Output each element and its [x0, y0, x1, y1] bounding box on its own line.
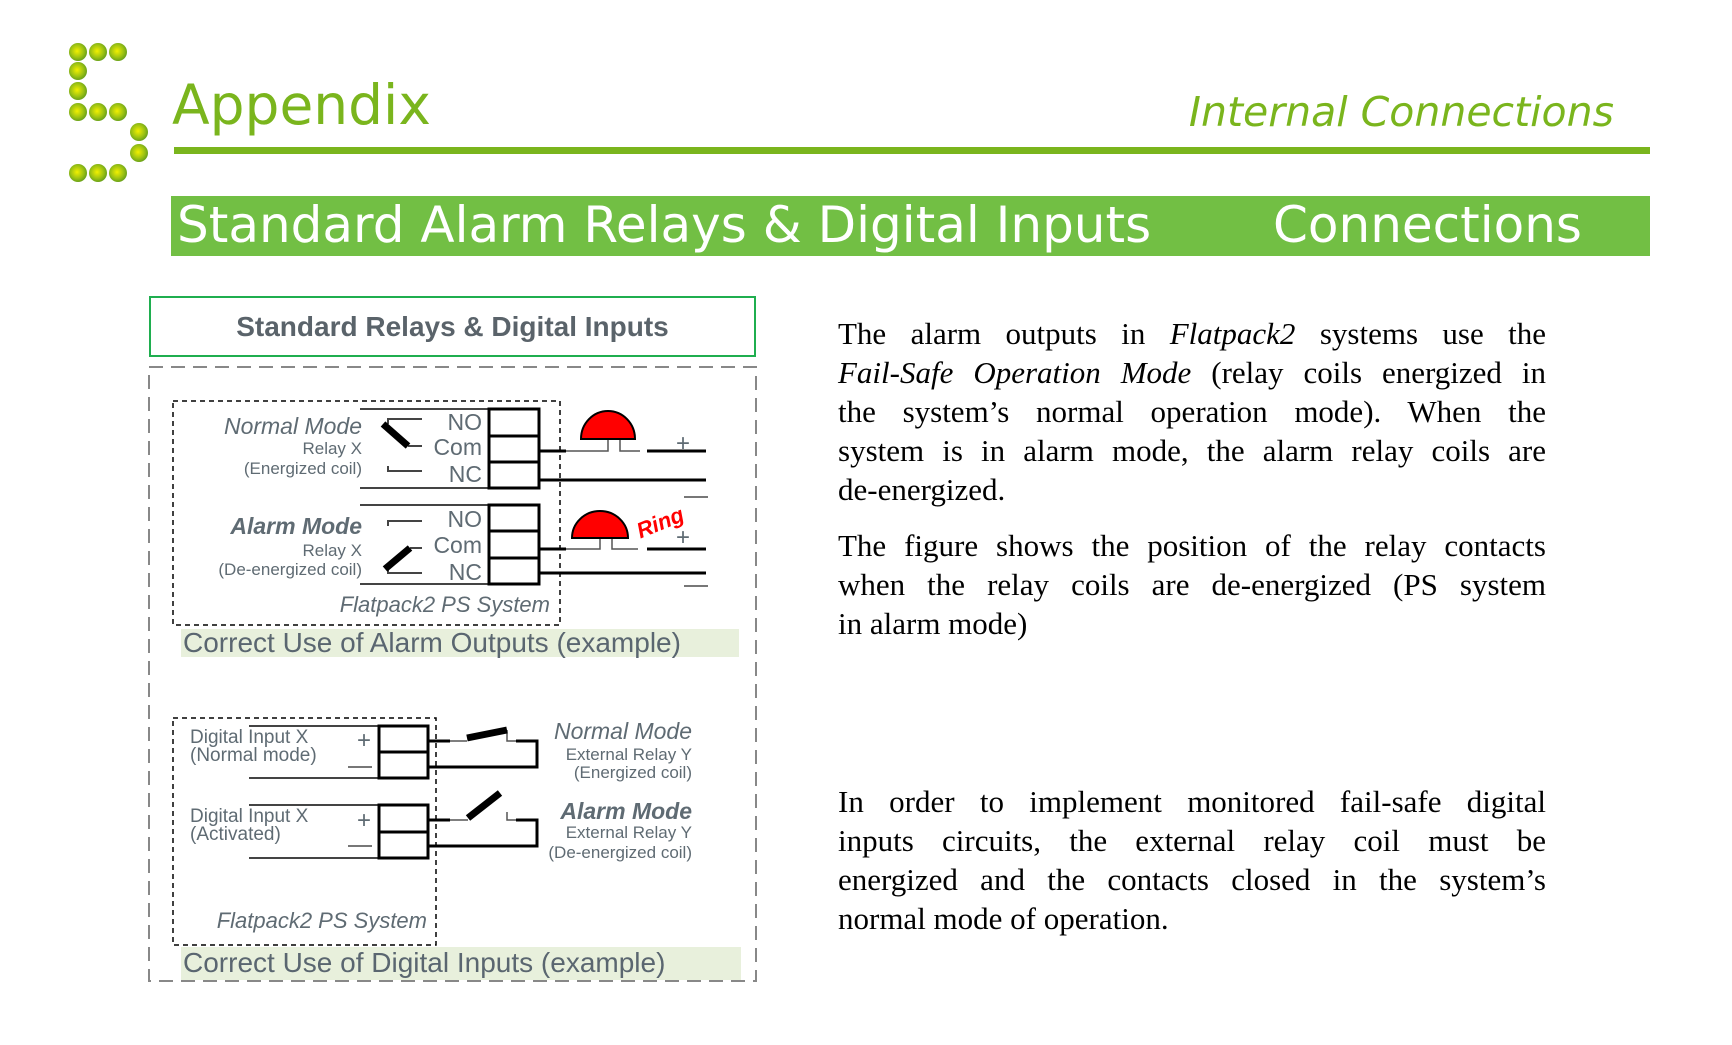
- digital-wires: [428, 739, 539, 848]
- normal-mode-label: Normal Mode: [224, 413, 362, 439]
- alarm-mode-label: Alarm Mode: [559, 798, 692, 824]
- plus-label: +: [357, 727, 371, 754]
- alarm-system-boundary: [172, 400, 561, 626]
- bell-icon-alarm: [570, 510, 630, 539]
- paragraph-3-line: energized and the contacts closed in the…: [838, 862, 1546, 897]
- coil-state-label: (Energized coil): [574, 763, 692, 782]
- digital-input-state: (Normal mode): [190, 745, 317, 766]
- paragraph-3-line: In order to implement monitored fail-saf…: [838, 784, 1546, 819]
- paragraph-1-line: de-energized.: [838, 472, 1006, 507]
- digital-input-state: (Activated): [190, 824, 281, 845]
- terminal-com-label: Com: [433, 532, 482, 558]
- plus-label: +: [357, 807, 371, 834]
- digital-system-boundary: [172, 717, 437, 946]
- terminal-no-label: NO: [448, 506, 483, 532]
- topic-banner: Standard Alarm Relays & Digital Inputs C…: [171, 196, 1650, 256]
- digital-terminal-blocks: [377, 724, 430, 860]
- external-relay-label: External Relay Y: [566, 823, 692, 842]
- digital-input-label: Digital Input X: [190, 806, 309, 827]
- system-label: Flatpack2 PS System: [217, 908, 427, 933]
- alarm-terminal-blocks: [487, 407, 541, 586]
- external-relay-switch-closed: [466, 726, 508, 742]
- coil-state-label: (Energized coil): [244, 459, 362, 478]
- paragraph-3-line: inputs circuits, the external relay coil…: [838, 823, 1546, 858]
- digital-caption-bg: [181, 947, 741, 980]
- product-name: Flatpack2: [1169, 316, 1296, 351]
- page-title: Appendix: [172, 73, 431, 137]
- digital-caption: Correct Use of Digital Inputs (example): [183, 947, 665, 978]
- relay-label: Relay X: [302, 439, 362, 458]
- alarm-mode-label: Alarm Mode: [229, 513, 362, 539]
- paragraph-2-line: The figure shows the position of the rel…: [838, 528, 1546, 563]
- text-run: The alarm outputs in: [838, 316, 1170, 351]
- plus-label: +: [676, 430, 690, 457]
- alarm-relay-lines: [360, 408, 489, 585]
- paragraph-1-line: Fail-Safe Operation Mode (relay coils en…: [838, 353, 1546, 392]
- paragraph-1-line: The alarm outputs in Flatpack2 systems u…: [838, 314, 1546, 353]
- bell-icon-normal: [579, 410, 637, 440]
- terminal-com-label: Com: [433, 434, 482, 460]
- coil-state-label: (De-energized coil): [548, 843, 692, 862]
- company-logo: [69, 43, 148, 182]
- plus-label: +: [676, 524, 690, 551]
- banner-title: Standard Alarm Relays & Digital Inputs: [177, 196, 1152, 254]
- alarm-caption: Correct Use of Alarm Outputs (example): [183, 627, 681, 658]
- figure-title: Standard Relays & Digital Inputs: [149, 296, 756, 357]
- terminal-nc-label: NC: [449, 461, 482, 487]
- term-emphasis: Fail-Safe Operation Mode: [838, 355, 1192, 390]
- terminal-no-label: NO: [448, 409, 483, 435]
- figure-frame: [148, 366, 757, 982]
- system-label: Flatpack2 PS System: [340, 592, 550, 617]
- relay-label: Relay X: [302, 541, 362, 560]
- section-title: Internal Connections: [1188, 88, 1614, 136]
- external-relay-switch-open: [465, 790, 503, 821]
- digital-input-label: Digital Input X: [190, 727, 309, 748]
- header-divider: [174, 147, 1650, 154]
- alarm-wires: [539, 449, 706, 575]
- banner-subtitle: Connections: [1273, 196, 1582, 254]
- normal-mode-label: Normal Mode: [554, 718, 692, 744]
- paragraph-2-line: when the relay coils are de-energized (P…: [838, 567, 1546, 602]
- paragraph-1-line: the system’s normal operation mode). Whe…: [838, 394, 1546, 429]
- paragraph-2-line: in alarm mode): [838, 606, 1028, 641]
- paragraph-1-line: system is in alarm mode, the alarm relay…: [838, 433, 1546, 468]
- text-run: systems use the: [1295, 316, 1546, 351]
- relay-switch-alarm: [382, 545, 413, 572]
- external-relay-label: External Relay Y: [566, 745, 692, 764]
- paragraph-3-line: normal mode of operation.: [838, 901, 1169, 936]
- coil-state-label: (De-energized coil): [218, 560, 362, 579]
- text-run: (relay coils energized in: [1191, 355, 1546, 390]
- terminal-nc-label: NC: [449, 559, 482, 585]
- alarm-caption-bg: [181, 629, 739, 657]
- relay-switch-normal: [380, 421, 411, 449]
